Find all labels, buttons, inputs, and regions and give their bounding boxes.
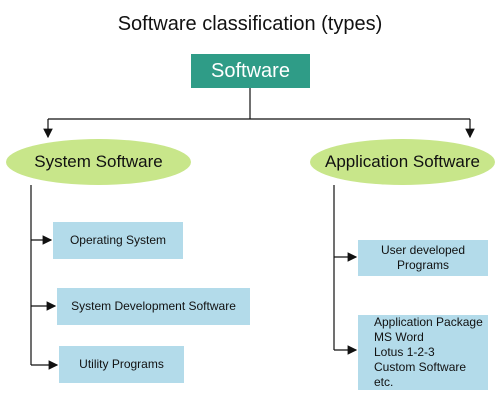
operating-system-box: Operating System xyxy=(53,222,183,259)
user-developed-line-2: Programs xyxy=(396,258,449,272)
package-line-3: Lotus 1-2-3 xyxy=(374,345,435,359)
package-line-4: Custom Software etc. xyxy=(374,360,467,389)
package-line-1: Application Package xyxy=(374,315,483,329)
diagram-title: Software classification (types) xyxy=(117,13,383,35)
utility-programs-box: Utility Programs xyxy=(59,346,184,383)
system-software-node: System Software xyxy=(6,139,191,185)
system-development-software-box: System Development Software xyxy=(57,288,250,325)
user-developed-line-1: User developed xyxy=(380,243,466,257)
application-package-box: Application Package MS Word Lotus 1-2-3 … xyxy=(358,315,488,390)
package-line-2: MS Word xyxy=(374,330,424,344)
root-node-software: Software xyxy=(191,54,310,88)
user-developed-programs-box: User developed Programs xyxy=(358,240,488,276)
application-software-node: Application Software xyxy=(310,139,495,185)
